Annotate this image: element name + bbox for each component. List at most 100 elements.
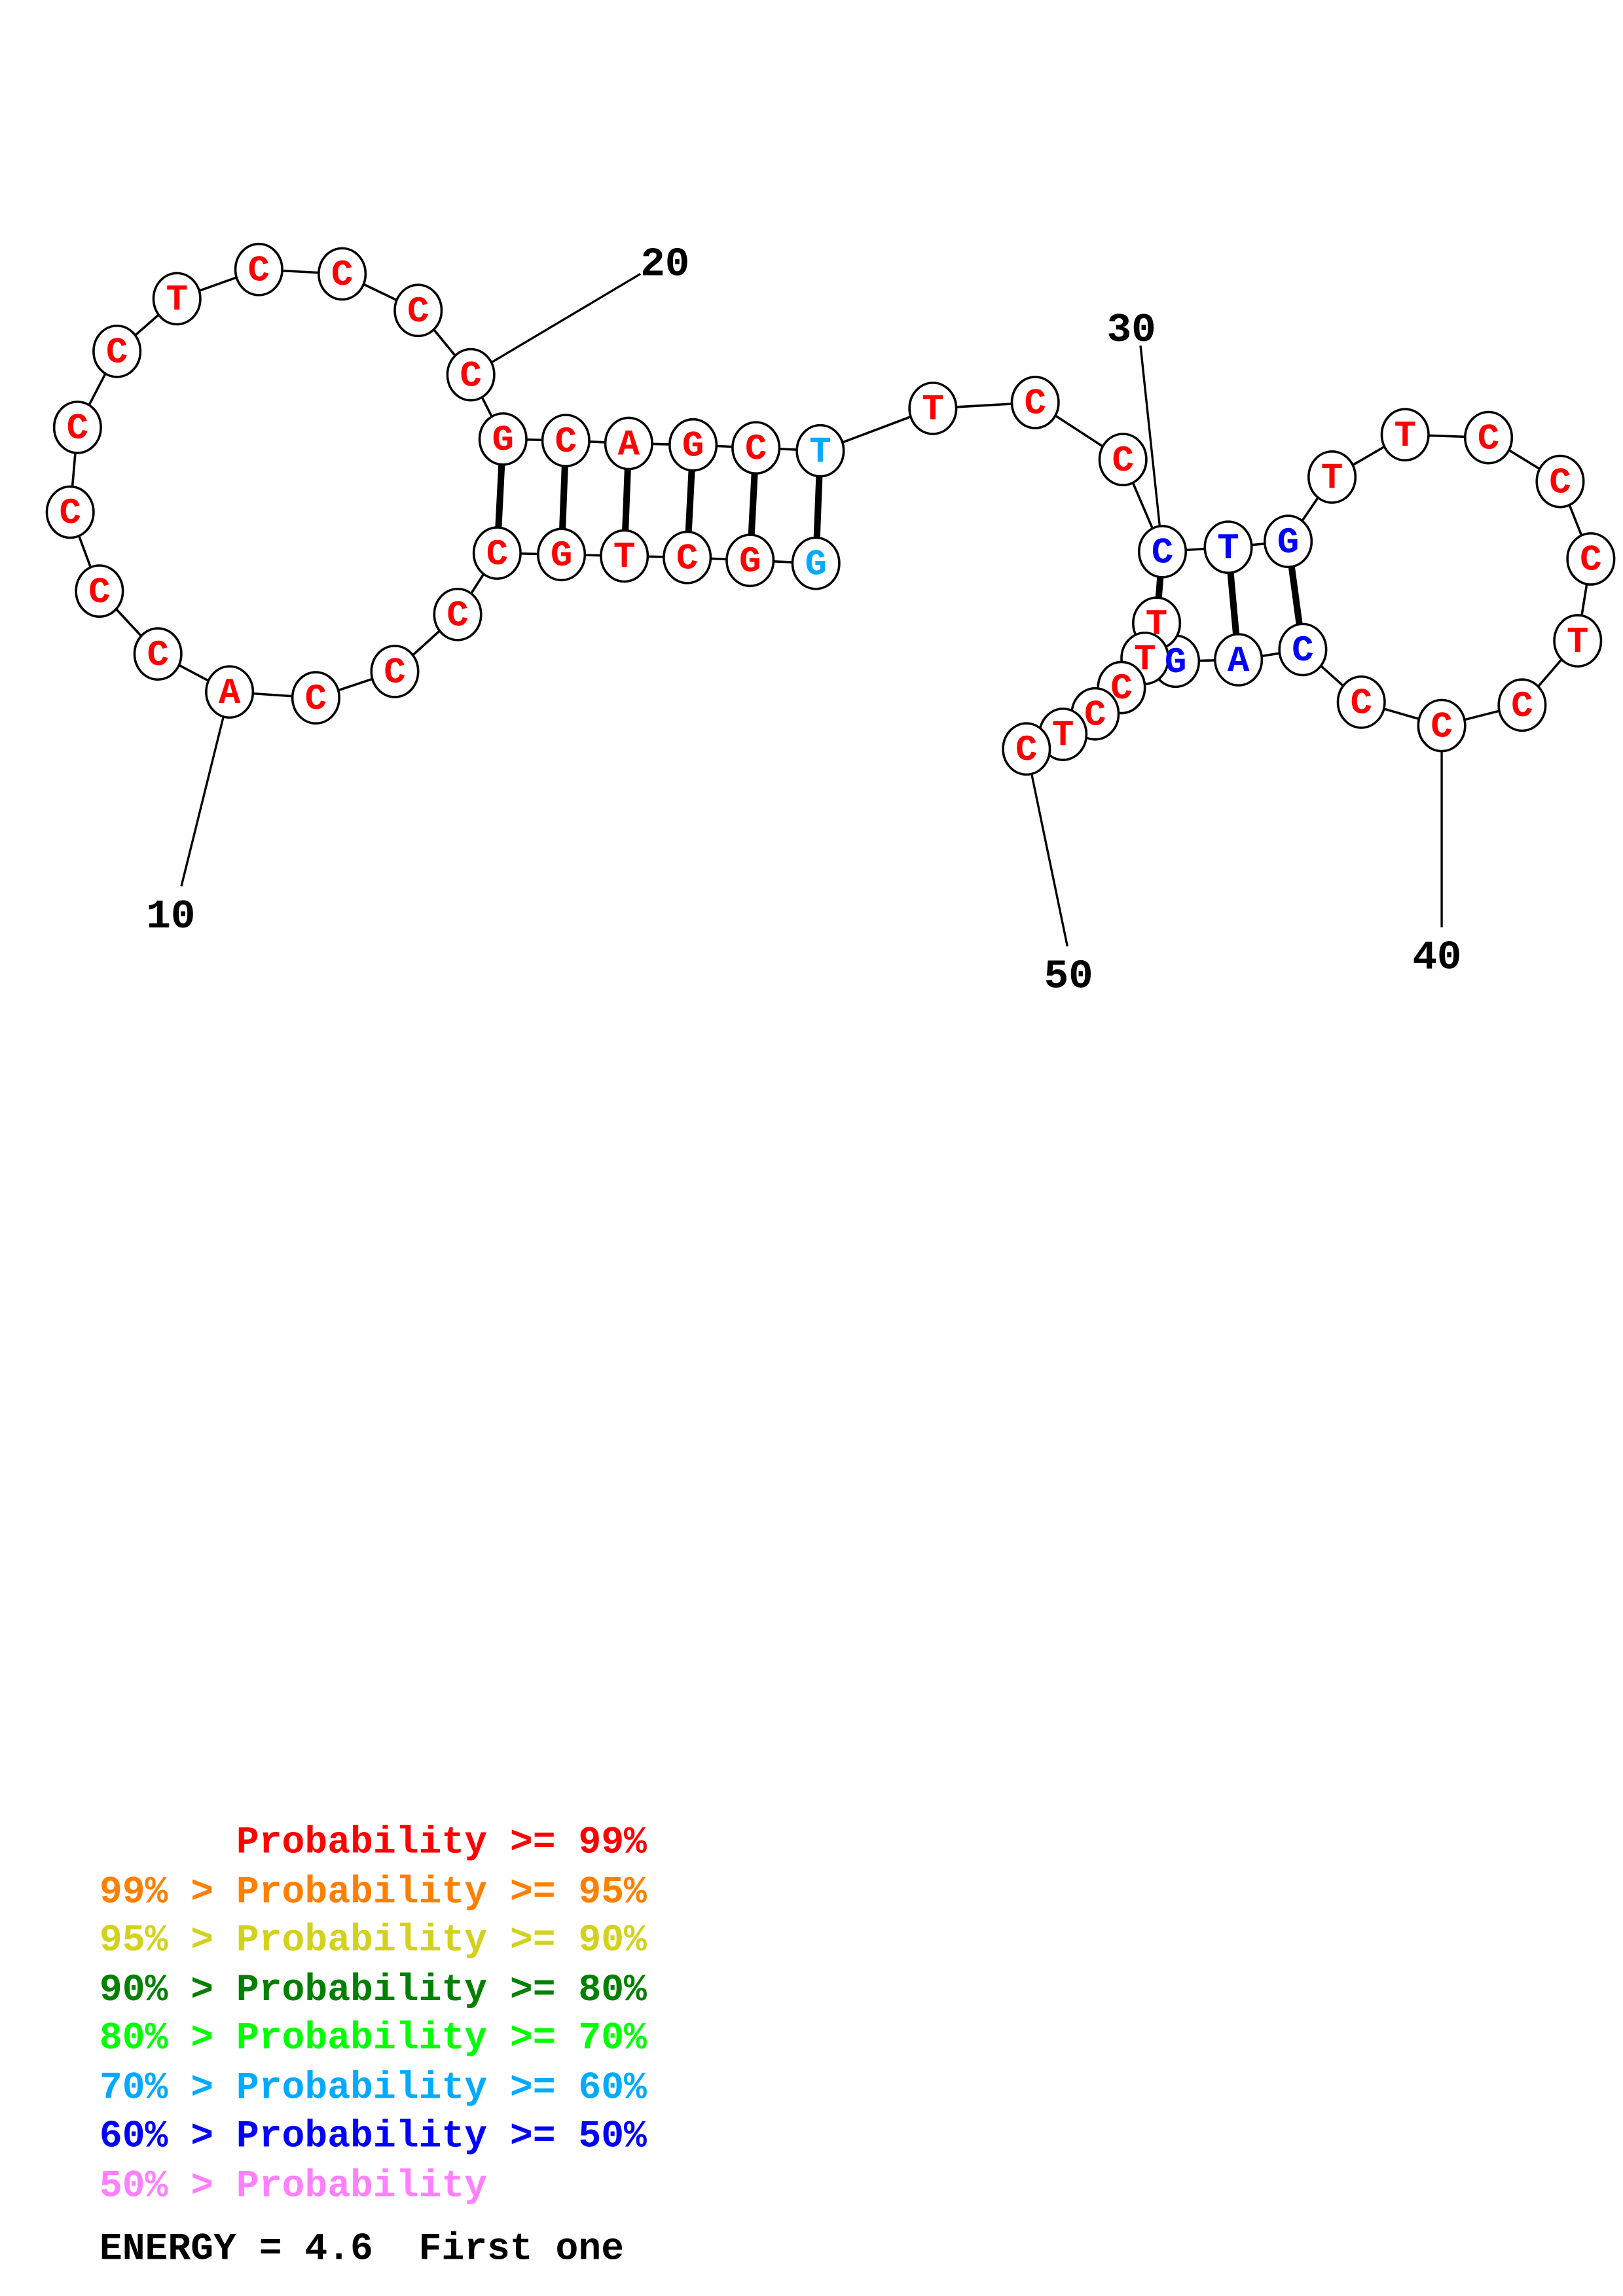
nucleotide-base-25: C	[745, 429, 767, 470]
nucleotide-base-15: C	[106, 332, 128, 374]
nucleotide-base-12: C	[88, 572, 111, 613]
legend-line-90: 95% > Probability >= 90%	[100, 1920, 647, 1962]
nucleotide-circle-20	[446, 348, 496, 402]
position-label-lines	[180, 273, 1443, 947]
nucleotide-base-8: C	[384, 653, 406, 694]
nucleotide-base-47: C	[1110, 668, 1133, 709]
position-label-20: 20	[640, 242, 689, 288]
nucleotide-circle-35	[1464, 410, 1514, 465]
nucleotide-base-41: C	[1350, 683, 1372, 725]
nucleotide-circle-10	[205, 665, 255, 719]
nucleotide-base-16: T	[166, 279, 188, 321]
nucleotide-base-17: C	[248, 250, 270, 291]
nucleotide-circle-50	[1002, 722, 1051, 776]
nucleotide-base-29: C	[1112, 440, 1134, 482]
nucleotide-circle-17	[234, 242, 283, 296]
nucleotide-base-5: G	[551, 535, 573, 577]
nucleotide-base-24: G	[682, 425, 704, 467]
nucleotide-circle-24	[668, 418, 718, 472]
nucleotide-base-6: C	[486, 534, 509, 575]
nucleotide-base-35: C	[1478, 418, 1500, 459]
nucleotide-base-13: C	[59, 493, 81, 534]
legend-line-95: 99% > Probability >= 95%	[100, 1871, 647, 1914]
nucleotide-base-28: C	[1024, 384, 1046, 425]
nucleotide-circle-6	[472, 526, 522, 580]
nucleotide-base-3: C	[676, 538, 699, 579]
nucleotide-base-26: T	[809, 431, 831, 473]
nucleotide-circle-31	[1203, 520, 1253, 574]
nucleotide-circle-37	[1566, 532, 1616, 586]
nucleotide-circle-34	[1380, 408, 1430, 462]
nucleotide-base-32: G	[1277, 522, 1300, 564]
nucleotide-base-48: C	[1084, 694, 1106, 736]
nucleotide-base-46: T	[1134, 639, 1156, 681]
nucleotide-circle-32	[1264, 514, 1313, 569]
nucleotide-base-49: T	[1052, 715, 1074, 757]
nucleotide-circle-26	[795, 423, 845, 478]
nucleotide-base-9: C	[305, 679, 327, 720]
nucleotide-base-36: C	[1549, 462, 1571, 503]
nucleotide-circle-41	[1336, 675, 1386, 729]
nucleotide-base-30: C	[1152, 533, 1174, 574]
nucleotide-circle-8	[370, 645, 420, 698]
nucleotide-base-38: T	[1567, 622, 1589, 663]
legend-line-50: 60% > Probability >= 50%	[100, 2115, 647, 2158]
nucleotide-circle-36	[1535, 454, 1585, 509]
nucleotide-circle-3	[663, 530, 712, 584]
nucleotide-circle-29	[1098, 433, 1148, 486]
nucleotide-circle-4	[600, 529, 649, 583]
nucleotide-base-40: C	[1431, 706, 1453, 747]
label-line-10	[180, 691, 231, 887]
position-labels: 20 10 30 50 40	[146, 242, 1461, 1000]
nucleotide-base-10: A	[219, 673, 241, 714]
nucleotide-base-14: C	[67, 408, 89, 450]
nucleotide-base-50: C	[1015, 730, 1038, 771]
nucleotide-base-43: A	[1228, 641, 1250, 682]
nucleotide-base-4: T	[613, 537, 636, 578]
nucleotide-circle-2	[725, 533, 775, 588]
nucleotide-base-18: C	[331, 255, 354, 296]
nucleotide-circle-43	[1214, 633, 1264, 687]
nucleotide-base-2: G	[739, 541, 761, 583]
position-label-10: 10	[146, 893, 195, 940]
position-label-30: 30	[1107, 307, 1156, 353]
nucleotide-base-7: C	[447, 596, 469, 637]
nucleotide-base-37: C	[1580, 540, 1602, 581]
nucleotide-circle-25	[731, 421, 781, 475]
nucleotide-base-1: G	[805, 544, 827, 585]
nucleotide-base-45: T	[1146, 604, 1168, 645]
nucleotide-base-22: C	[555, 422, 577, 463]
legend-line-70: 80% > Probability >= 70%	[100, 2018, 647, 2060]
nucleotide-circle-28	[1010, 376, 1060, 429]
nucleotide-circle-16	[152, 272, 202, 326]
nucleotide-circle-30	[1137, 524, 1188, 579]
nucleotide-base-27: T	[922, 389, 944, 431]
position-label-40: 40	[1412, 934, 1461, 980]
nucleotide-base-44: G	[1165, 642, 1187, 683]
nucleotide-circle-1	[791, 536, 841, 590]
nucleotide-circle-42	[1278, 622, 1328, 677]
nucleotide-circle-5	[537, 528, 587, 582]
nucleotide-circle-9	[291, 671, 340, 725]
label-line-50	[1025, 748, 1068, 947]
energy-label: ENERGY = 4.6 First one	[100, 2228, 624, 2270]
nucleotide-circle-7	[433, 587, 483, 641]
position-label-50: 50	[1044, 953, 1093, 999]
nucleotide-circle-19	[393, 283, 443, 338]
nucleotide-circle-18	[318, 247, 367, 301]
nucleotide-base-19: C	[407, 291, 429, 332]
nucleotide-circle-40	[1417, 698, 1467, 753]
nucleotide-circle-12	[75, 564, 124, 618]
nucleotide-base-23: A	[618, 424, 640, 465]
nucleotide-base-34: T	[1394, 416, 1416, 457]
nucleotide-circle-11	[133, 627, 183, 681]
label-line-30	[1139, 345, 1164, 552]
nucleotide-circle-33	[1307, 450, 1357, 504]
nucleotide-circle-15	[92, 324, 142, 378]
nucleotide-circle-22	[541, 414, 591, 467]
legend-line-80: 90% > Probability >= 80%	[100, 1969, 647, 2012]
nucleotide-circle-27	[908, 382, 958, 435]
nucleotide-circle-14	[52, 401, 102, 454]
